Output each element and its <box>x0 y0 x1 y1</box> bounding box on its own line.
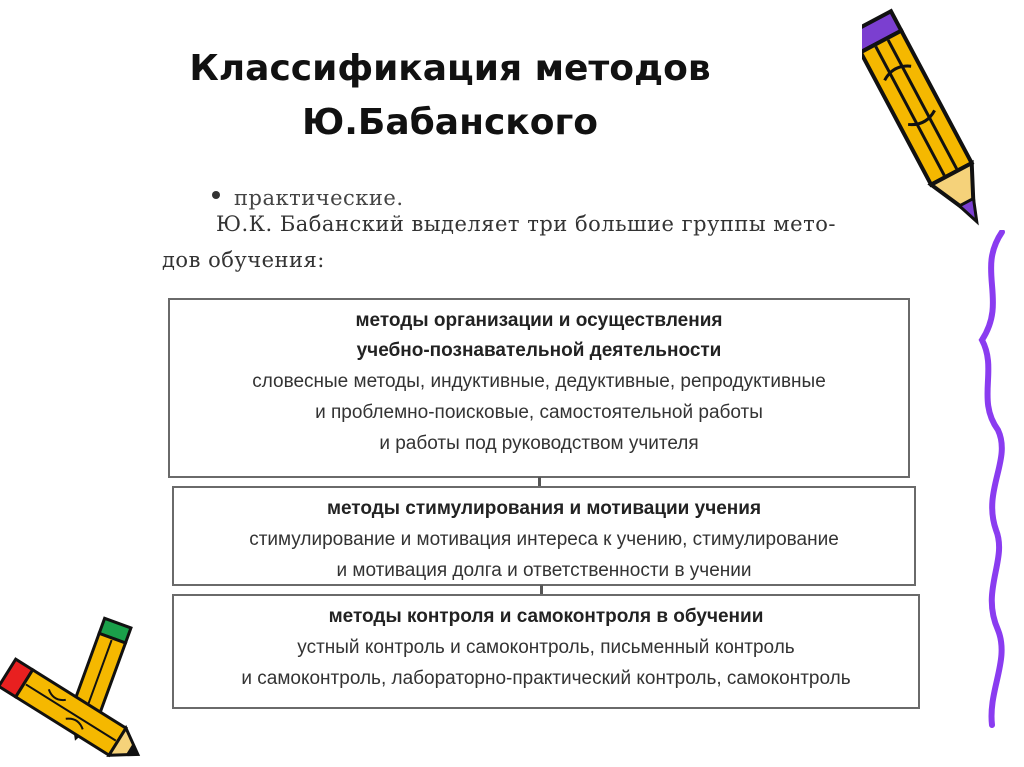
group-body-line: словесные методы, индуктивные, дедуктивн… <box>252 371 826 392</box>
group-heading: учебно-познавательной деятельности <box>356 340 722 361</box>
title-line-1: Классификация методов <box>189 48 711 89</box>
title-line-2: Ю.Бабанского <box>301 102 598 143</box>
group-body-line: устный контроль и самоконтроль, письменн… <box>297 637 795 658</box>
group-heading: методы организации и осуществления <box>355 310 723 331</box>
group-body-line: стимулирование и мотивация интереса к уч… <box>249 529 839 550</box>
group-heading: методы контроля и самоконтроля в обучени… <box>328 606 764 627</box>
group-body-line: и работы под руководством учителя <box>379 433 699 454</box>
intro-line-1: Ю.К. Бабанский выделяет три большие груп… <box>216 212 836 236</box>
group-body-line: и мотивация долга и ответственности в уч… <box>336 560 752 581</box>
squiggle-line <box>978 230 1005 728</box>
box-connector <box>540 585 543 595</box>
method-group-box: методы контроля и самоконтроля в обучени… <box>172 594 920 709</box>
group-heading: методы стимулирования и мотивации учения <box>326 498 762 519</box>
box-connector <box>538 477 541 487</box>
bullet-dot <box>212 191 220 199</box>
group-body-line: и самоконтроль, лабораторно-практический… <box>241 668 851 689</box>
group-body-line: и проблемно-поисковые, самостоятельной р… <box>315 402 763 423</box>
bullet-text: практические. <box>234 190 404 210</box>
intro-line-2: дов обучения: <box>162 248 325 272</box>
slide-title: Классификация методов Ю.Бабанского <box>130 42 770 150</box>
pencils-icon <box>0 616 141 758</box>
method-group-box: методы стимулирования и мотивации учения… <box>172 486 916 586</box>
method-group-box: методы организации и осуществления учебн… <box>168 298 910 478</box>
scanned-page-fragment: практические. Ю.К. Бабанский выделяет тр… <box>150 190 925 715</box>
pencil-icon <box>862 8 979 226</box>
bullet-fragment: практические. <box>212 190 404 210</box>
